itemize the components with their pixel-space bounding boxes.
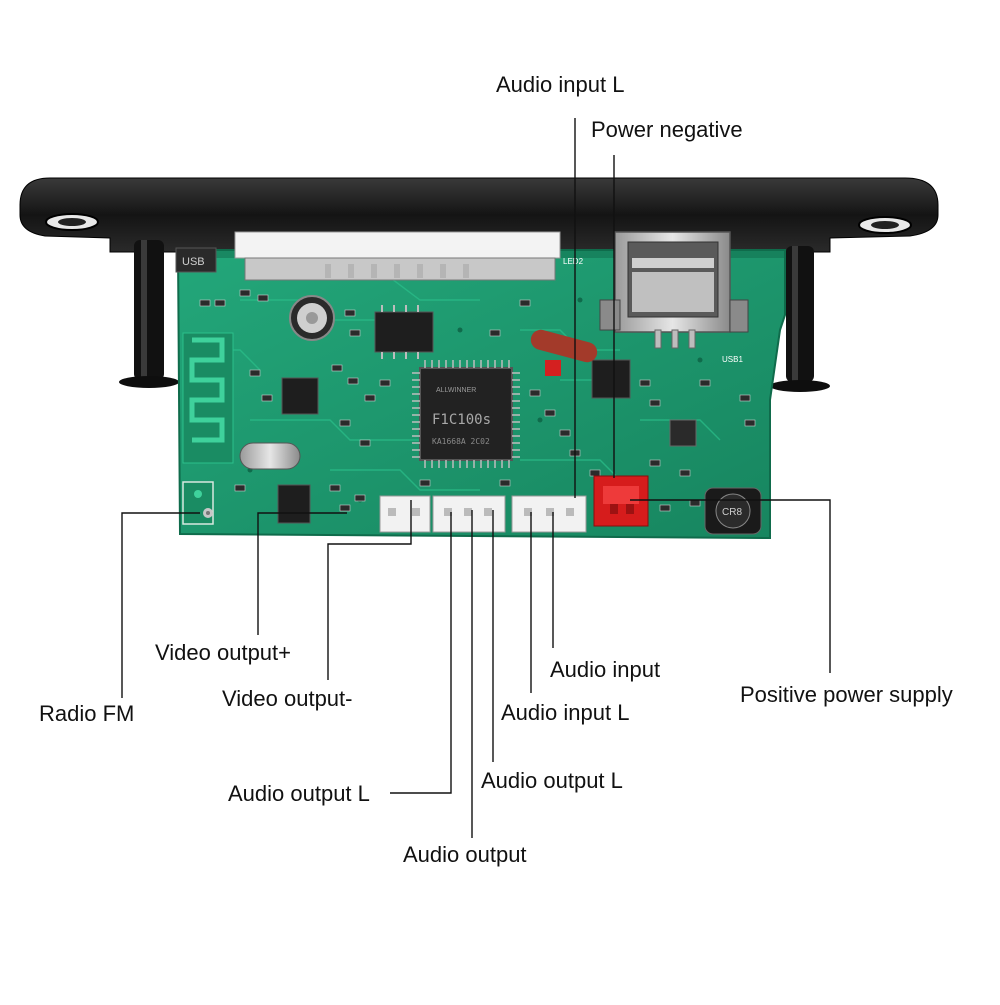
- label-audio-output-l-right: Audio output L: [481, 768, 623, 793]
- label-radio-fm: Radio FM: [39, 701, 135, 726]
- usb1-silkscreen: USB1: [722, 355, 743, 364]
- chip-brand: ALLWINNER: [436, 387, 476, 394]
- leader-audio-output-l-left: [390, 512, 452, 794]
- main-chip: [412, 360, 520, 468]
- diode: [530, 329, 598, 376]
- ic-bluetooth: [281, 377, 319, 415]
- leader-video-output-minus: [327, 500, 412, 680]
- sd-card-slot: [234, 231, 561, 281]
- mounting-post-left: [119, 240, 179, 388]
- cr8-silkscreen: CR8: [722, 507, 742, 518]
- usb-port-small: [175, 247, 217, 273]
- label-audio-output: Audio output: [403, 842, 527, 867]
- label-positive-power-supply: Positive power supply: [740, 682, 953, 707]
- label-power-negative: Power negative: [591, 117, 743, 142]
- fm-pad: [182, 481, 214, 525]
- label-audio-input-l: Audio input L: [501, 700, 630, 725]
- leader-positive-power: [630, 499, 831, 673]
- usb-connector: [599, 231, 749, 349]
- ic-memory: [374, 305, 434, 359]
- label-audio-input-l-top: Audio input L: [496, 72, 625, 97]
- usb-port-label: USB: [182, 256, 205, 268]
- label-video-output-plus: Video output+: [155, 640, 291, 665]
- chip-model: F1C100s: [432, 412, 491, 428]
- connector-power: [593, 475, 649, 527]
- mounting-post-right: [770, 246, 830, 392]
- chip-code: KA1668A 2C02: [432, 437, 490, 446]
- bluetooth-antenna: [182, 332, 234, 464]
- leader-lines: [121, 118, 831, 838]
- label-audio-input: Audio input: [550, 657, 661, 682]
- connector-audio-output: [432, 495, 506, 533]
- label-audio-output-l-left: Audio output L: [228, 781, 370, 806]
- smd-components: [199, 289, 756, 512]
- connector-audio-input: [511, 495, 587, 533]
- leader-video-output-plus: [257, 512, 347, 635]
- crystal-oscillator: [239, 442, 301, 470]
- ic-radio: [277, 484, 311, 524]
- ic-amplifier: [591, 359, 631, 399]
- leader-radio-fm: [121, 512, 200, 698]
- label-video-output-minus: Video output-: [222, 686, 353, 711]
- capacitor: [289, 295, 335, 341]
- small-inductor: [669, 419, 697, 447]
- led-silkscreen: LED2: [563, 257, 584, 266]
- connector-video: [379, 495, 431, 533]
